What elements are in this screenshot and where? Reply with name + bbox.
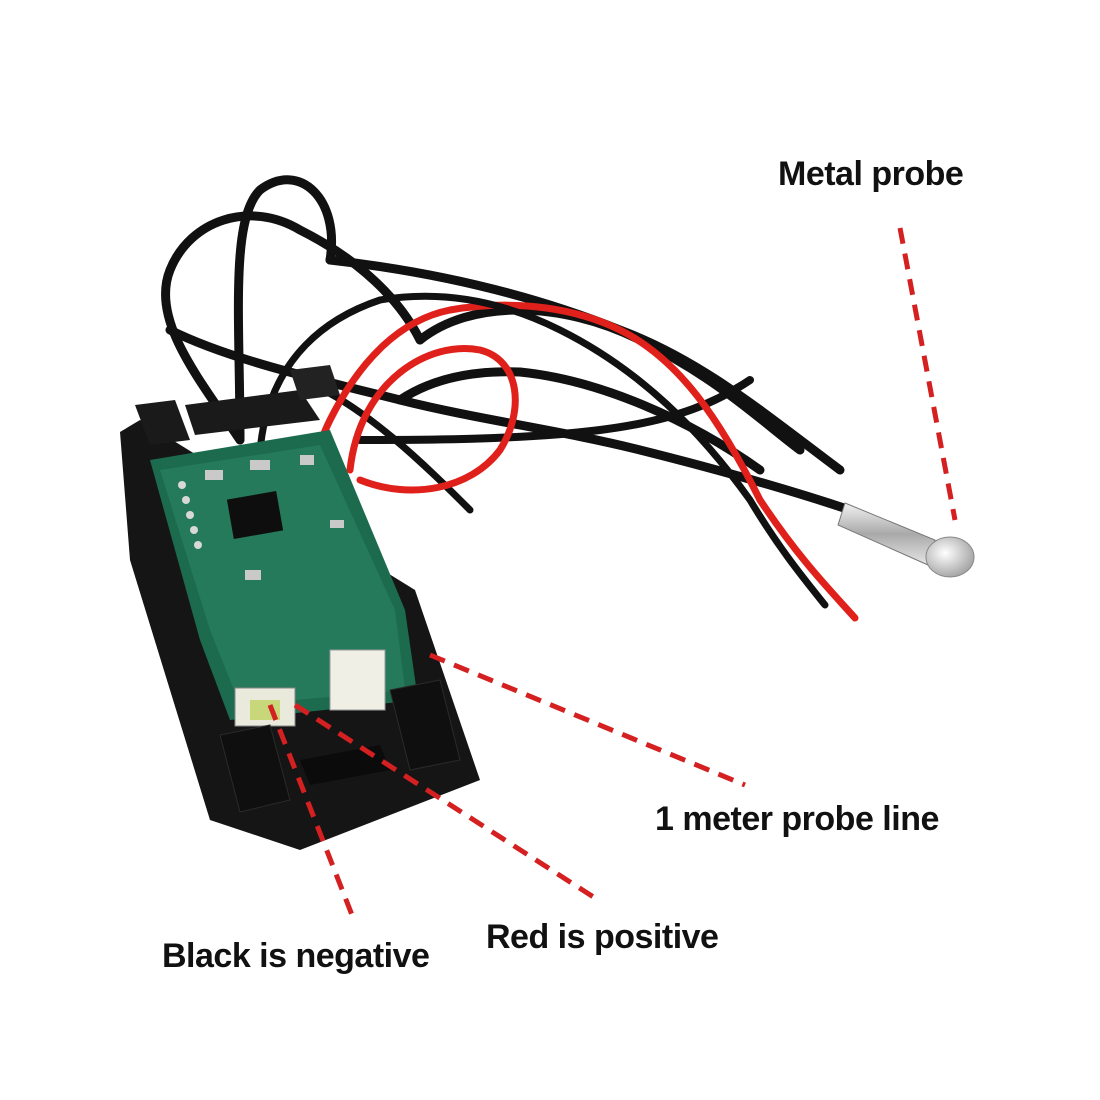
thermometer-module [120, 365, 480, 850]
black-negative-label: Black is negative [162, 937, 430, 975]
probe-line-label: 1 meter probe line [655, 800, 939, 838]
metal-probe-label: Metal probe [778, 155, 964, 193]
callout-probe-line [429, 652, 746, 788]
metal-probe [837, 502, 975, 578]
callout-red [293, 702, 597, 901]
callout-metal-probe [897, 227, 958, 521]
callout-lines [267, 227, 958, 916]
red-positive-label: Red is positive [486, 918, 719, 956]
callout-black [267, 704, 355, 916]
